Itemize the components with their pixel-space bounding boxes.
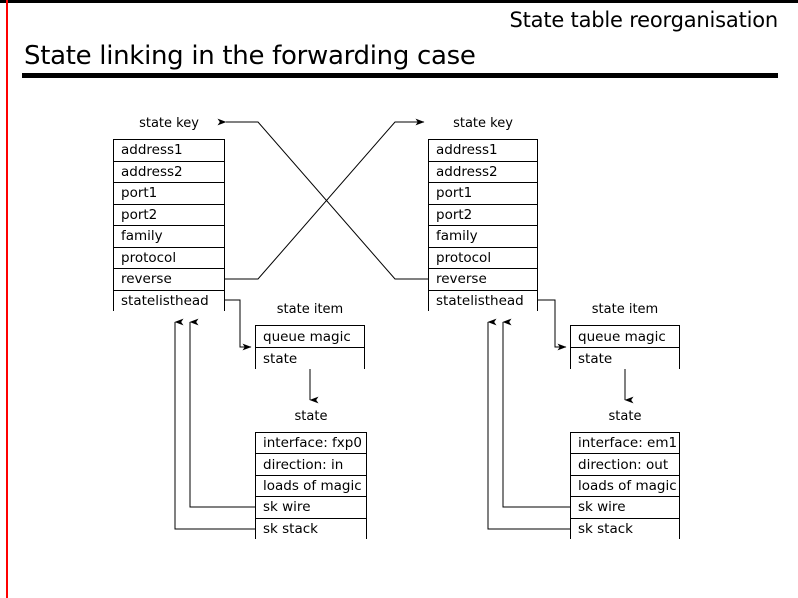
table-row: sk wire — [256, 497, 366, 519]
state-item-right-table: queue magic state — [570, 325, 680, 370]
table-row: family — [114, 226, 224, 248]
link-left-sk-wire-backref — [189, 318, 255, 508]
state-item-left-caption: state item — [276, 302, 344, 317]
table-row: state — [256, 348, 364, 370]
link-left-reverse-to-right-key — [225, 118, 425, 280]
state-key-right-table: address1 address2 port1 port2 family pro… — [428, 139, 538, 312]
table-row: state — [571, 348, 679, 370]
table-row: reverse — [429, 269, 537, 291]
state-item-right-caption: state item — [591, 302, 659, 317]
state-key-right-caption: state key — [453, 116, 513, 131]
table-row: loads of magic — [571, 475, 679, 498]
link-left-statelisthead-to-state-item — [225, 299, 252, 351]
link-right-statelisthead-to-state-item — [538, 299, 567, 351]
state-key-left-caption: state key — [139, 116, 199, 131]
state-right-caption: state — [608, 409, 642, 424]
link-right-reverse-to-left-key — [217, 118, 428, 280]
table-row: statelisthead — [114, 290, 224, 312]
table-row: address1 — [429, 140, 537, 162]
table-row: port1 — [429, 183, 537, 205]
table-row: interface: em1 — [571, 433, 679, 455]
state-left-table: interface: fxp0 direction: in loads of m… — [255, 432, 367, 540]
section-label: State table reorganisation — [509, 8, 778, 32]
state-key-left-table: address1 address2 port1 port2 family pro… — [113, 139, 225, 312]
table-row: protocol — [429, 247, 537, 269]
state-right-table: interface: em1 direction: out loads of m… — [570, 432, 680, 540]
slide-left-red-rule — [6, 0, 8, 598]
table-row: address2 — [429, 161, 537, 183]
table-row: queue magic — [571, 326, 679, 348]
table-row: sk stack — [256, 518, 366, 540]
table-row: protocol — [114, 247, 224, 269]
table-row: port1 — [114, 183, 224, 205]
table-row: reverse — [114, 269, 224, 291]
table-row: address2 — [114, 161, 224, 183]
state-item-left-table: queue magic state — [255, 325, 365, 370]
table-row: address1 — [114, 140, 224, 162]
table-row: interface: fxp0 — [256, 433, 366, 455]
table-row: queue magic — [256, 326, 364, 348]
table-row: port2 — [429, 204, 537, 226]
table-row: sk stack — [571, 518, 679, 540]
page-title: State linking in the forwarding case — [24, 41, 476, 71]
table-row: sk wire — [571, 497, 679, 519]
link-right-sk-wire-backref — [502, 318, 570, 508]
slide-top-border — [0, 0, 798, 3]
table-row: direction: out — [571, 454, 679, 476]
table-row: port2 — [114, 204, 224, 226]
table-row: family — [429, 226, 537, 248]
state-left-caption: state — [294, 409, 328, 424]
title-underline-rule — [22, 73, 778, 78]
link-left-sk-stack-backref — [174, 318, 255, 530]
link-right-sk-stack-backref — [487, 318, 570, 530]
table-row: statelisthead — [429, 290, 537, 312]
table-row: direction: in — [256, 454, 366, 476]
table-row: loads of magic — [256, 475, 366, 498]
